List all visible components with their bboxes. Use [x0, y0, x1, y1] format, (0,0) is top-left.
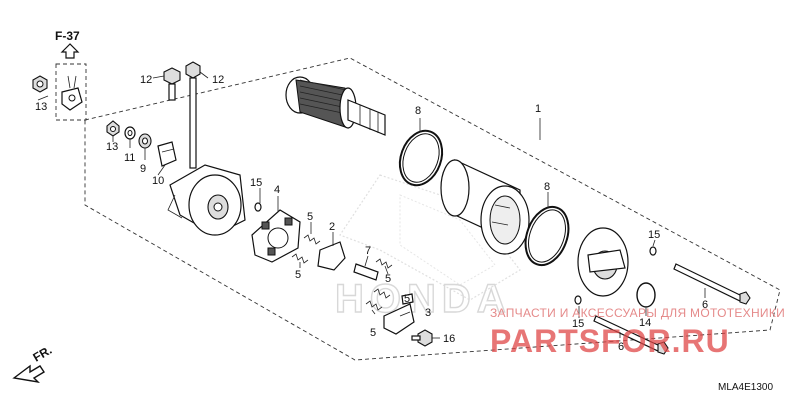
part-6-bolt-a [673, 263, 751, 305]
leader-lines [37, 71, 706, 339]
callout-9: 9 [140, 163, 146, 175]
part-2-brush-plate [317, 241, 346, 271]
part-4-brush-holder [251, 209, 301, 263]
part-15-washer-a [254, 202, 262, 212]
part-clip [401, 293, 414, 305]
callout-13b: 13 [106, 141, 118, 153]
callout-8b: 8 [544, 181, 550, 193]
callout-10: 10 [152, 175, 164, 187]
part-5-spring-c [375, 258, 393, 269]
callout-14: 14 [639, 317, 651, 329]
part-15-washer-c [574, 295, 582, 305]
part-8-o-ring-bottom [524, 205, 570, 267]
front-cover [167, 164, 246, 236]
callout-1: 1 [535, 103, 541, 115]
part-12-bolt-b [185, 61, 201, 169]
part-14-o-ring [636, 282, 656, 308]
callout-5e: 5 [370, 327, 376, 339]
part-5-spring-d [365, 300, 383, 311]
callout-labels: 1 2 3 4 5 5 5 5 5 6 6 7 8 8 9 10 11 12 1… [35, 74, 708, 353]
callout-13a: 13 [35, 101, 47, 113]
part-13-nut-2 [106, 120, 120, 137]
part-16-bolt [411, 329, 433, 347]
part-5-spring-e [373, 288, 391, 299]
callout-5c: 5 [385, 273, 391, 285]
assembly-frame [84, 57, 781, 361]
front-direction-label: FR. [31, 343, 55, 365]
callout-15c: 15 [572, 318, 584, 330]
callout-15b: 15 [648, 229, 660, 241]
ref-arrow-icon [60, 43, 80, 59]
part-11-washer [124, 126, 136, 140]
part-10-insulator [157, 141, 177, 167]
honda-watermark: HONDA [334, 174, 521, 322]
part-9-washer [138, 133, 152, 149]
front-direction-arrow-icon [12, 364, 45, 384]
diagram-code: MLA4E1300 [718, 382, 773, 393]
callout-6a: 6 [702, 299, 708, 311]
part-7-brush [353, 263, 379, 281]
part-5-spring-a [303, 234, 321, 245]
callout-6b: 6 [618, 341, 624, 353]
part-15-washer-b [649, 246, 657, 256]
callout-12b: 12 [212, 74, 224, 86]
callout-5d: 5 [404, 293, 410, 305]
callout-2: 2 [329, 221, 335, 233]
callout-5b: 5 [295, 269, 301, 281]
motor-case [440, 159, 530, 255]
honda-logo-text: HONDA [335, 277, 512, 321]
part-13-nut [32, 75, 48, 93]
terminal-part [61, 75, 83, 111]
callout-4: 4 [274, 184, 280, 196]
callout-11: 11 [124, 152, 135, 164]
part-5-spring-b [291, 253, 309, 264]
watermark-tagline: ЗАПЧАСТИ И АКСЕССУАРЫ ДЛЯ МОТОТЕХНИКИ [490, 306, 785, 320]
callout-3: 3 [425, 307, 431, 319]
callout-15a: 15 [250, 177, 262, 189]
callout-5a: 5 [307, 211, 313, 223]
part-3-brush-plate [383, 303, 415, 335]
ref-box [55, 63, 87, 121]
callout-7: 7 [365, 245, 371, 257]
part-6-bolt-b [593, 315, 669, 355]
callout-16: 16 [443, 333, 455, 345]
callout-12a: 12 [140, 74, 152, 86]
ref-page-label: F-37 [55, 29, 80, 43]
rear-cover [577, 227, 629, 297]
part-12-bolt-a [163, 67, 181, 101]
watermark-brand: PARTSFOR.RU [490, 323, 730, 359]
armature [285, 76, 386, 136]
part-8-o-ring-top [398, 129, 444, 187]
callout-8a: 8 [415, 105, 421, 117]
